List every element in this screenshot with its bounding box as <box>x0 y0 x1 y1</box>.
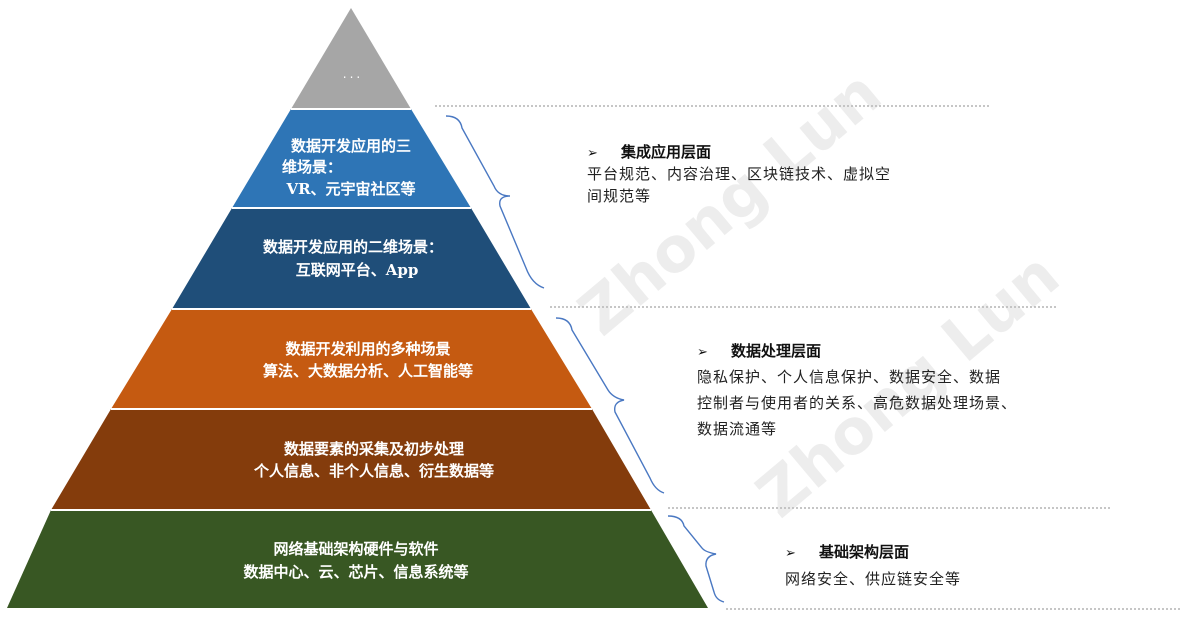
layer-1-title: 集成应用层面 <box>620 143 711 161</box>
tier-4-line-1: 数据要素的采集及初步处理 <box>284 440 464 458</box>
layer-1-desc-line-1: 平台规范、内容治理、区块链技术、虚拟空 <box>587 165 891 183</box>
tier-5-line-1: 网络基础架构硬件与软件 <box>273 540 438 558</box>
layer-2-title: 数据处理层面 <box>731 342 821 360</box>
pyramid-top-label: ... <box>343 67 363 81</box>
layer-1-desc-line-2: 间规范等 <box>587 187 651 205</box>
brace-infrastructure-layer <box>667 515 725 603</box>
pyramid-tier-5 <box>7 510 708 608</box>
tier-2-line-1: 数据开发应用的二维场景： <box>263 238 443 256</box>
tier-1-line-3: VR、元宇宙社区等 <box>285 180 415 198</box>
layer-1-arrow-icon: ➢ <box>587 146 598 161</box>
layer-3-title: 基础架构层面 <box>818 543 909 561</box>
brace-integration-layer <box>445 115 545 289</box>
brace-processing-layer <box>555 317 665 494</box>
pyramid-tier-1 <box>232 109 471 208</box>
pyramid-tier-2 <box>172 208 531 309</box>
tier-4-line-2: 个人信息、非个人信息、衍生数据等 <box>253 462 494 480</box>
tier-1-line-1: 数据开发应用的三 <box>291 137 411 155</box>
pyramid-top-tier <box>291 8 411 109</box>
pyramid-tier-4 <box>51 409 651 510</box>
tier-3-line-1: 数据开发利用的多种场景 <box>285 340 450 358</box>
tier-5-line-2: 数据中心、云、芯片、信息系统等 <box>243 563 468 581</box>
layer-3-arrow-icon: ➢ <box>785 546 796 561</box>
tier-3-line-2: 算法、大数据分析、人工智能等 <box>263 362 473 380</box>
layer-2-desc-line-3: 数据流通等 <box>697 420 777 438</box>
layer-3-desc-line-1: 网络安全、供应链安全等 <box>785 570 961 588</box>
layer-2-desc-line-1: 隐私保护、个人信息保护、数据安全、数据 <box>697 368 1001 386</box>
tier-2-line-2: 互联网平台、App <box>296 261 419 279</box>
layer-2-arrow-icon: ➢ <box>697 345 708 360</box>
layer-2-desc-line-2: 控制者与使用者的关系、高危数据处理场景、 <box>697 394 1017 412</box>
pyramid-tier-3 <box>111 309 592 409</box>
tier-1-line-2: 维场景： <box>282 158 342 176</box>
